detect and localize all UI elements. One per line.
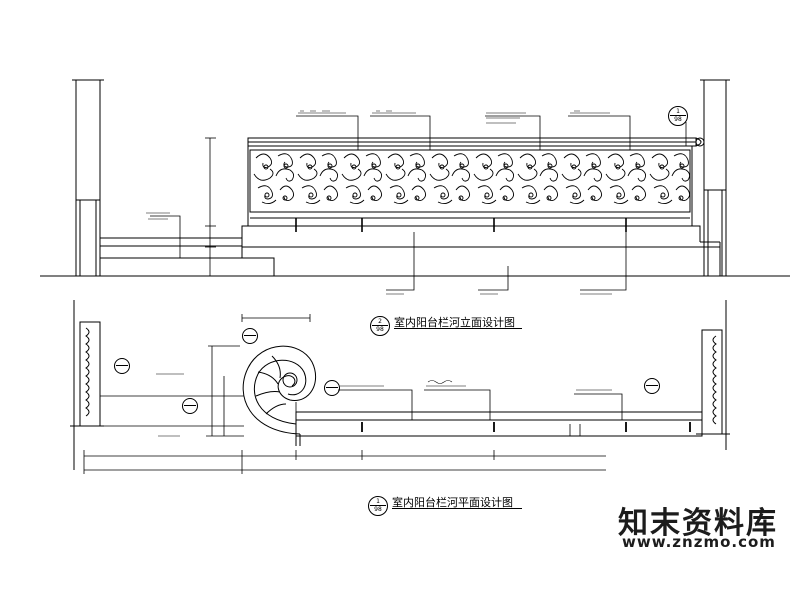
detail-bubble-e [644,378,660,394]
steps [99,225,721,276]
left-column [72,79,104,277]
volute-scroll [242,345,317,446]
height-dimension [205,137,216,276]
watermark-text: 知末资料库 [618,506,778,541]
watermark-url: www.znzmo.com [622,533,776,551]
elevation-title-underline [394,328,522,329]
right-wall-profile [696,300,730,450]
right-column [700,79,730,277]
plan-title: 室内阳台栏河平面设计图 [392,496,513,509]
plan-notes [156,373,612,437]
plan-leaders [295,389,623,420]
elevation-title-bubble: 2 98 [370,316,390,336]
detail-bubble-d [324,380,340,396]
plan-dimensions [83,314,606,474]
elevation-view [40,79,790,295]
watermark-backdrop [606,455,800,600]
left-wall-profile [70,300,104,470]
elevation-notes [146,110,612,295]
base-posts [295,218,627,232]
elevation-title: 室内阳台栏河立面设计图 [394,316,515,329]
balustrade [247,137,705,226]
detail-bubble-b [114,358,130,374]
reference-bubble: 1 98 [668,106,688,126]
plan-view [70,300,730,474]
detail-bubble-c [182,398,198,414]
detail-bubble-a [242,328,258,344]
plan-title-bubble: 1 98 [368,496,388,516]
plan-posts [361,422,691,432]
plan-title-underline [392,508,522,509]
plan-handrail [295,411,703,446]
elevation-leaders [150,115,687,291]
